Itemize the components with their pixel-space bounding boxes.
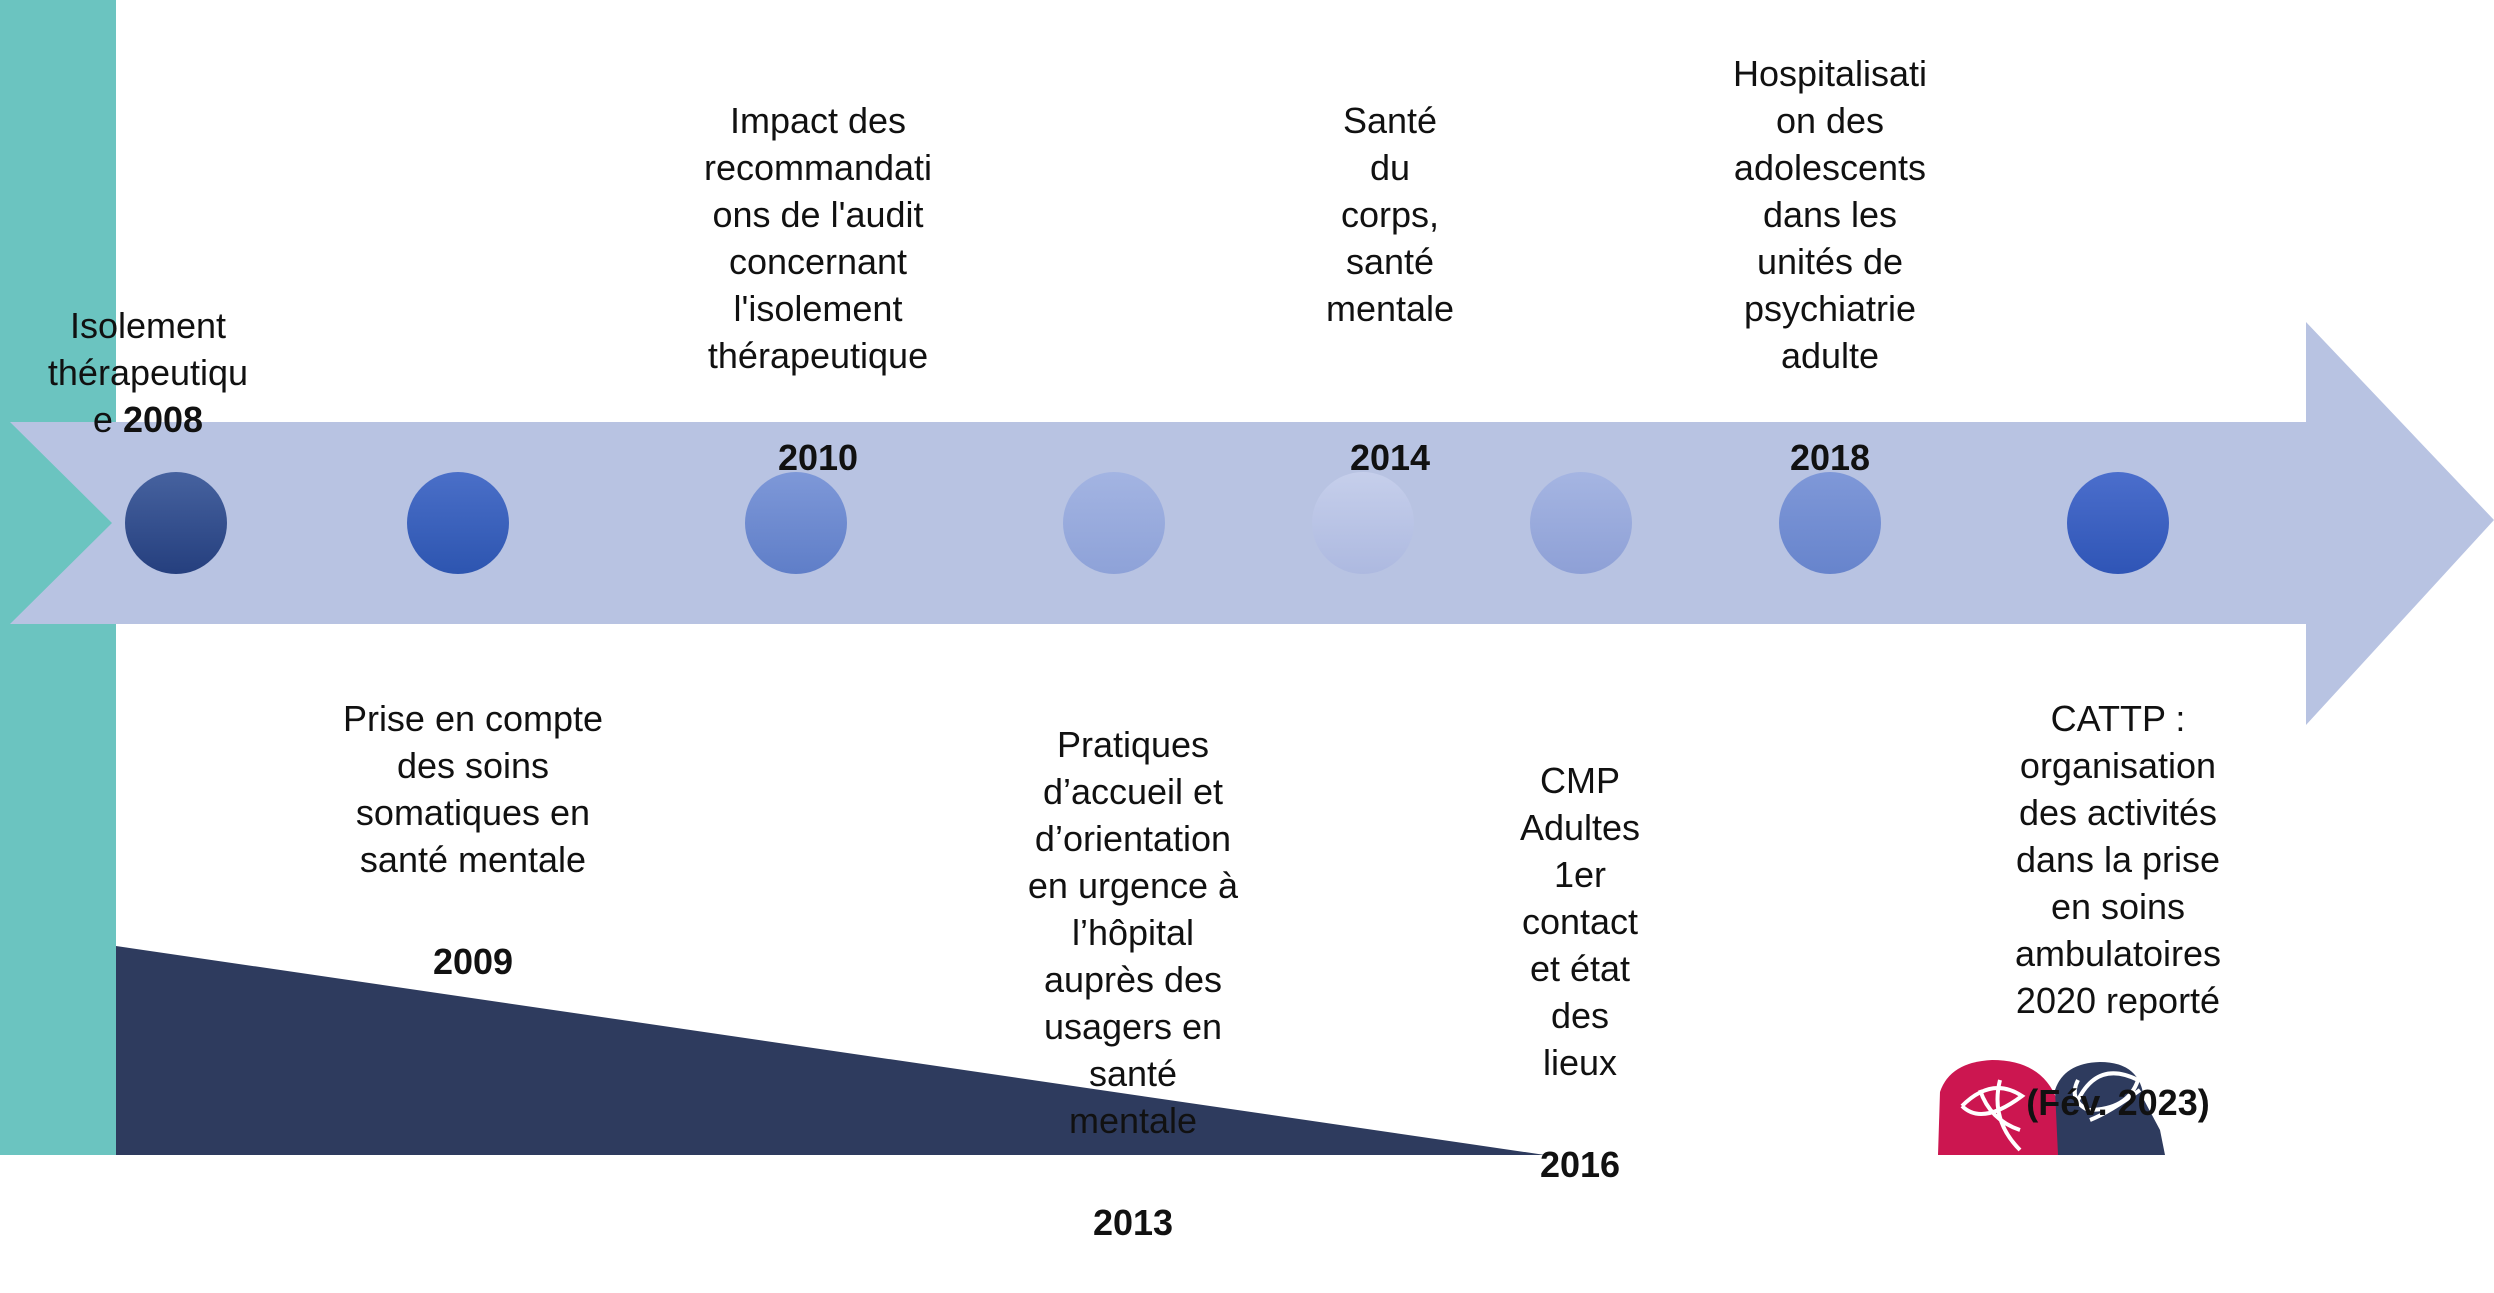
timeline-node-4 (1063, 472, 1165, 574)
event-2014-title: Santé du corps, santé mentale (1325, 100, 1455, 329)
event-2013-title: Pratiques d’accueil et d’orientation en … (1027, 724, 1239, 1141)
timeline-nodes (125, 472, 2169, 574)
event-2016-label: CMP Adultes 1er contact et état des lieu… (1475, 710, 1685, 1235)
event-2008-year (113, 399, 123, 440)
event-2008-title: Isolement thérapeutiqu e (47, 305, 249, 440)
event-2023-year: (Fév. 2023) (2026, 1082, 2210, 1123)
timeline-node-2 (407, 472, 509, 574)
event-2016-title: CMP Adultes 1er contact et état des lieu… (1519, 760, 1641, 1083)
event-2018-label: Hospitalisati on des adolescents dans le… (1690, 3, 1970, 528)
event-2018-year: 2018 (1789, 437, 1871, 478)
event-2013-label: Pratiques d’accueil et d’orientation en … (1000, 674, 1266, 1293)
event-2023-label: CATTP : organisation des activités dans … (1958, 648, 2278, 1173)
timeline-node-1 (125, 472, 227, 574)
timeline-graphic (0, 0, 2494, 1155)
timeline-node-5 (1312, 472, 1414, 574)
event-2008-year-value: 2008 (122, 399, 204, 440)
timeline-node-6 (1530, 472, 1632, 574)
timeline-arrow (10, 322, 2494, 725)
event-2023-title: CATTP : organisation des activités dans … (2014, 698, 2222, 1021)
timeline-node-8 (2067, 472, 2169, 574)
event-2014-year: 2014 (1349, 437, 1431, 478)
event-2009-label: Prise en compte des soins somatiques en … (313, 648, 633, 1032)
event-2008-label: Isolement thérapeutiqu e 2008 (28, 255, 268, 443)
event-2013-year: 2013 (1092, 1202, 1174, 1243)
event-2010-label: Impact des recommandati ons de l'audit c… (668, 50, 968, 528)
organization-logo (1938, 1060, 2165, 1155)
event-2009-year: 2009 (432, 941, 514, 982)
timeline-node-7 (1779, 472, 1881, 574)
event-2010-year: 2010 (777, 437, 859, 478)
event-2010-title: Impact des recommandati ons de l'audit c… (703, 100, 933, 376)
event-2009-title: Prise en compte des soins somatiques en … (342, 698, 604, 880)
event-2016-year: 2016 (1539, 1144, 1621, 1185)
timeline-node-3 (745, 472, 847, 574)
event-2018-title: Hospitalisati on des adolescents dans le… (1732, 53, 1928, 376)
event-2014-label: Santé du corps, santé mentale 2014 (1280, 50, 1500, 528)
bottom-triangle (116, 946, 1545, 1155)
